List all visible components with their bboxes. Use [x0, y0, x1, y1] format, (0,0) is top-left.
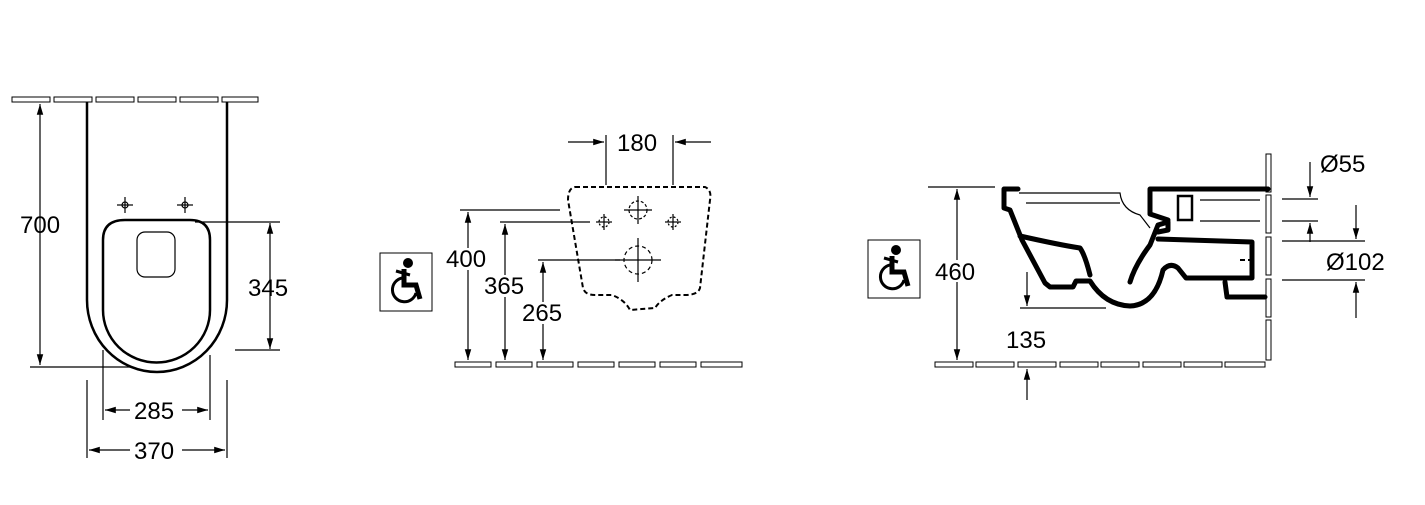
- bowl-outline: [85, 102, 229, 374]
- floor-line: [454, 361, 743, 368]
- dim-285: 285: [134, 398, 174, 425]
- dim-265: 265: [522, 300, 562, 327]
- fixing-holes: [596, 196, 681, 282]
- wheelchair-accessible-icon: [868, 240, 920, 298]
- front-view: 700 345 285 370: [11, 96, 288, 465]
- side-view: 460 135 Ø55 Ø102: [868, 151, 1385, 400]
- dim-180: 180: [617, 130, 657, 157]
- inlet-pipe: [1176, 194, 1194, 222]
- dim-diameter-55: Ø55: [1320, 151, 1365, 178]
- dim-diameter-102: Ø102: [1326, 249, 1385, 276]
- wall-line: [11, 96, 259, 103]
- dim-700: 700: [20, 212, 60, 239]
- seat-outline: [101, 218, 212, 364]
- bracket-outline: [566, 186, 712, 312]
- floor-line: [934, 361, 1266, 368]
- dim-345: 345: [248, 275, 288, 302]
- wheelchair-accessible-icon: [380, 253, 432, 311]
- lid-buffer: [136, 231, 176, 278]
- dim-370: 370: [134, 438, 174, 465]
- hinge-mark: [117, 197, 193, 213]
- dim-460: 460: [935, 259, 975, 286]
- dim-365: 365: [484, 273, 524, 300]
- toilet-section-outline: [1001, 186, 1255, 309]
- wall-mount-view: 180 400 365 265: [380, 130, 743, 368]
- dim-135: 135: [1006, 327, 1046, 354]
- wall-line: [1265, 153, 1272, 361]
- dim-400: 400: [446, 246, 486, 273]
